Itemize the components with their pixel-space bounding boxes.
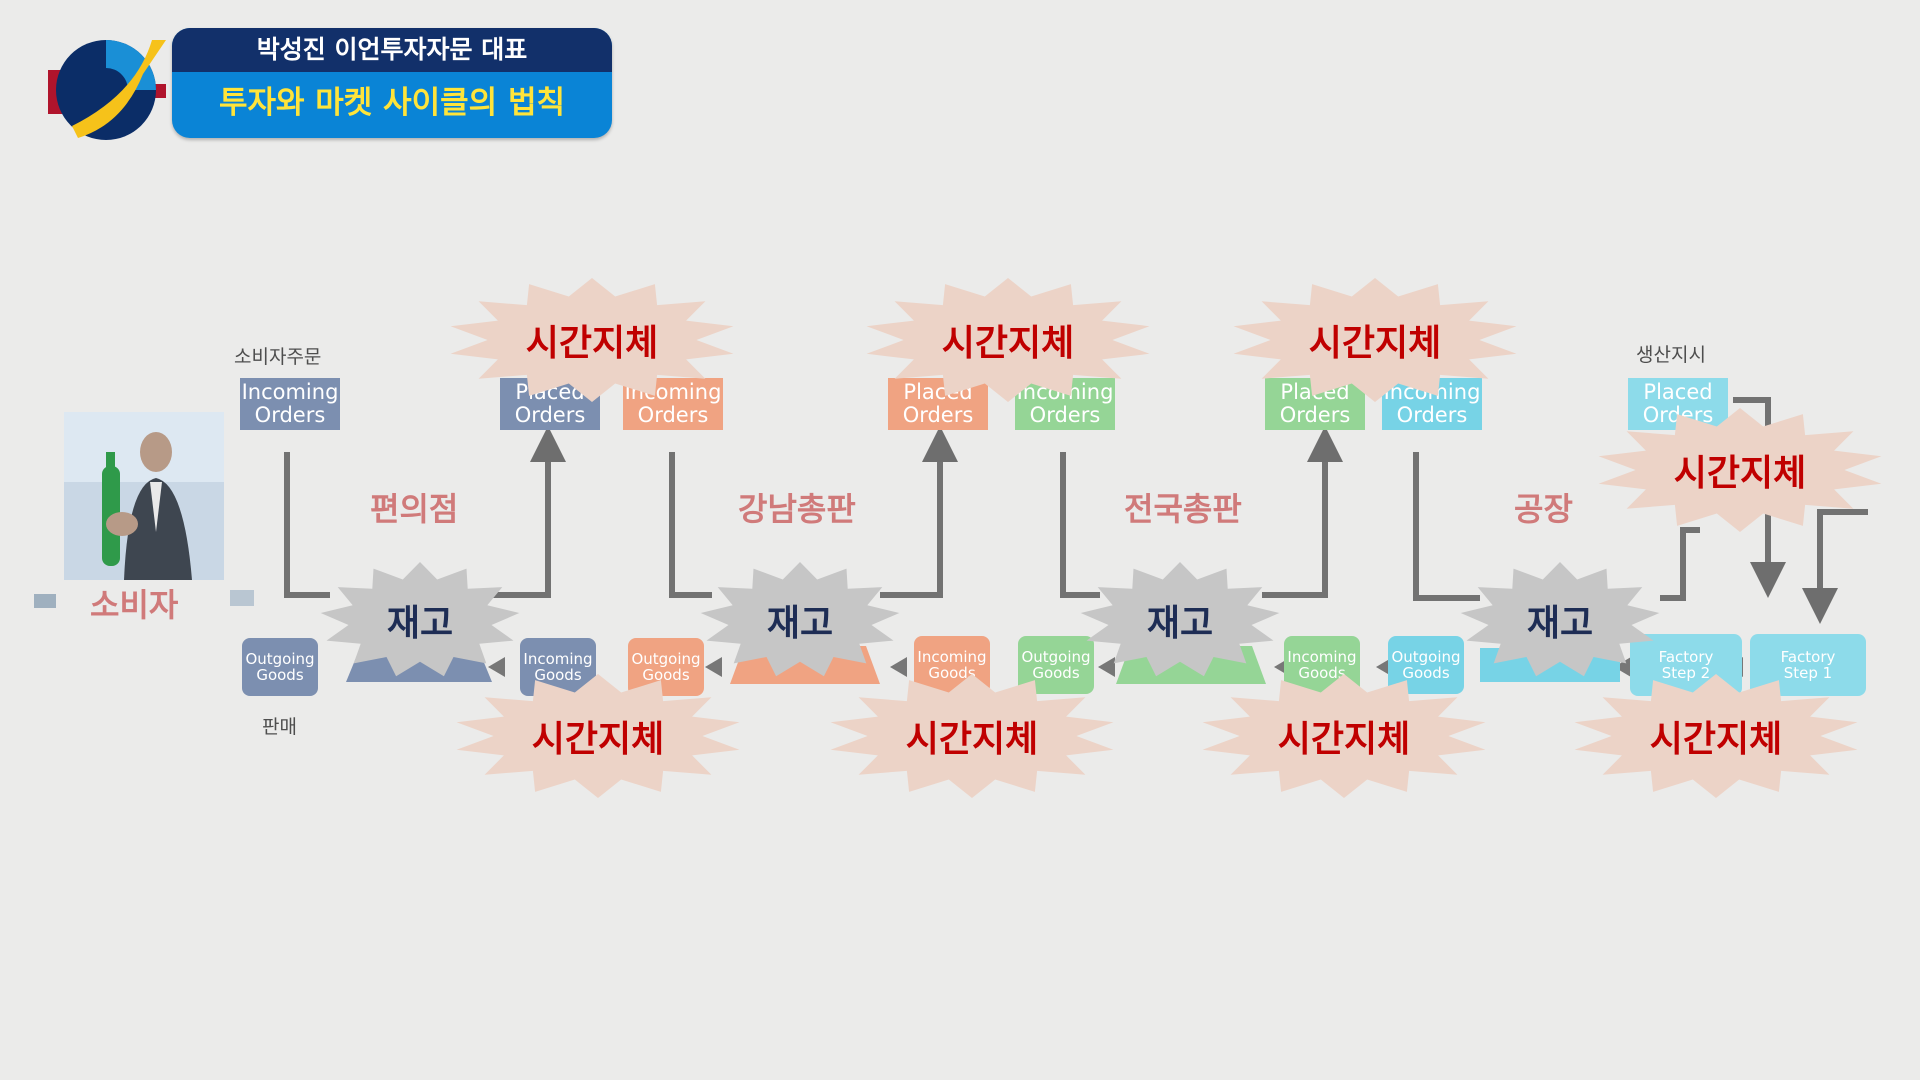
factory-incoming-orders-box: Incoming Orders [1382, 378, 1482, 430]
time-lag-badge-3: 시간지체 [1308, 323, 1442, 364]
stage-national-distributor: 전국총판 [1124, 490, 1242, 528]
inventory-burst-2 [700, 562, 900, 677]
time-lag-badge-8: 시간지체 [1649, 719, 1783, 760]
inventory-burst-4 [1460, 562, 1660, 677]
time-lag-badge-5: 시간지체 [531, 719, 665, 760]
consumer-incoming-orders-box: Incoming Orders [240, 378, 340, 430]
time-lag-burst-5 [456, 674, 740, 798]
order-flow-lines [284, 397, 1868, 624]
time-lag-burst-3 [1233, 278, 1517, 402]
sale-label: 판매 [262, 716, 297, 738]
time-lag-burst-6 [830, 674, 1114, 798]
stage-convenience-store: 편의점 [370, 490, 459, 528]
time-lag-burst-7 [1202, 674, 1486, 798]
time-lag-burst-2 [866, 278, 1150, 402]
time-lag-burst-8 [1574, 674, 1858, 798]
production-order-label: 생산지시 [1636, 344, 1706, 366]
speaker-title: 박성진 이언투자자문 대표 [172, 28, 612, 72]
consumer-label: 소비자 [90, 586, 179, 624]
stage-factory: 공장 [1514, 490, 1573, 528]
time-lag-badge-1: 시간지체 [525, 323, 659, 364]
title-banner: 박성진 이언투자자문 대표 투자와 마켓 사이클의 법칙 [172, 28, 612, 138]
consumer-order-label: 소비자주문 [234, 346, 322, 368]
gangnam-incoming-goods-box: Incoming Goods [914, 636, 990, 694]
broadcast-logo [48, 40, 166, 140]
inventory-badge-4: 재고 [1526, 603, 1594, 644]
stage-gangnam-distributor: 강남총판 [738, 490, 856, 528]
factory-placed-orders-box: Placed Orders [1628, 378, 1728, 430]
inventory-badge-2: 재고 [766, 603, 834, 644]
time-lag-burst-1 [450, 278, 734, 402]
inventory-burst-3 [1080, 562, 1280, 677]
retail-incoming-goods-box: Incoming Goods [520, 638, 596, 696]
consumer-photo [64, 412, 224, 580]
inventory-burst-1 [320, 562, 520, 677]
time-lag-badge-2: 시간지체 [941, 323, 1075, 364]
small-right-icon [230, 590, 254, 606]
time-lag-badge-7: 시간지체 [1277, 719, 1411, 760]
time-lag-badge-4: 시간지체 [1673, 453, 1807, 494]
inventory-badge-3: 재고 [1146, 603, 1214, 644]
small-left-icon [34, 594, 56, 608]
inventory-badge-1: 재고 [386, 603, 454, 644]
time-lag-burst-4 [1598, 408, 1882, 532]
consumer-outgoing-goods-box: Outgoing Goods [242, 638, 318, 696]
time-lag-badge-6: 시간지체 [905, 719, 1039, 760]
gangnam-outgoing-goods-box: Outgoing Goods [628, 638, 704, 696]
program-subtitle: 투자와 마켓 사이클의 법칙 [218, 85, 566, 121]
